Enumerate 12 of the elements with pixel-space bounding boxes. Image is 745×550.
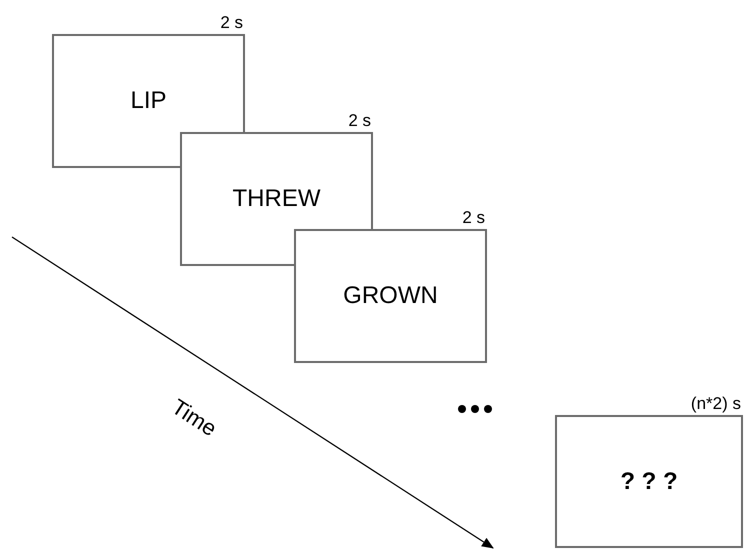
duration-label: 2 s — [220, 13, 243, 33]
duration-label: 2 s — [462, 208, 485, 228]
stimulus-word: THREW — [232, 185, 320, 213]
duration-label: (n*2) s — [690, 394, 741, 414]
stimulus-word: ? ? ? — [620, 468, 678, 496]
stimulus-word: LIP — [130, 87, 167, 115]
stimulus-frame — [52, 34, 245, 168]
stimulus-frame — [555, 415, 743, 548]
axis-label: Time — [166, 394, 222, 442]
duration-label: 2 s — [348, 111, 371, 131]
stimulus-frame — [294, 229, 487, 363]
stimulus-word: GROWN — [343, 282, 438, 310]
